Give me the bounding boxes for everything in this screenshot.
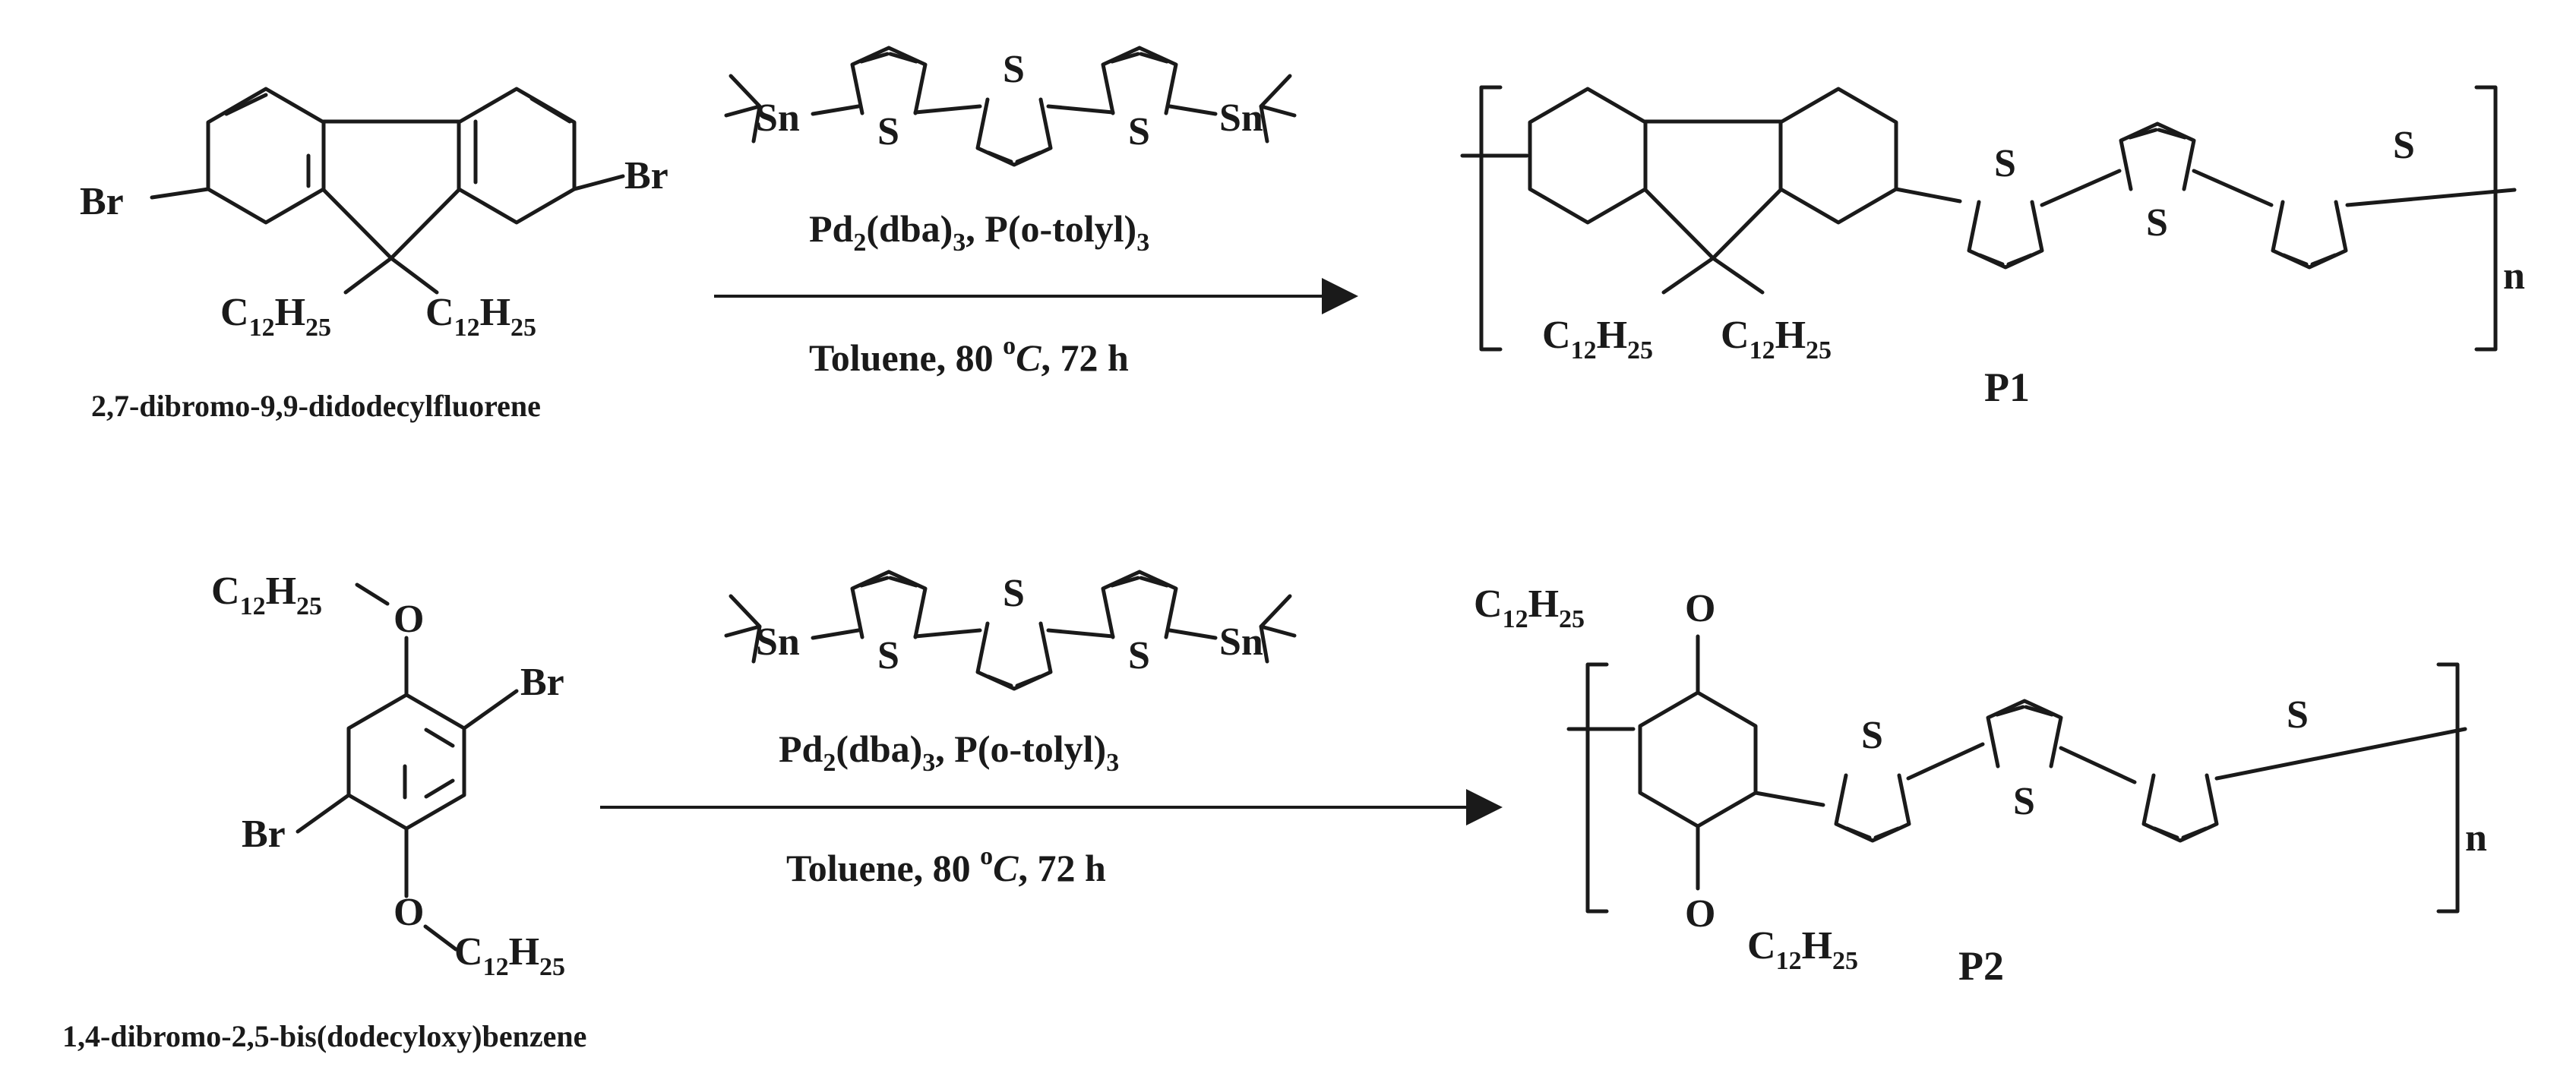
reactant-fluorene-structure [150,89,625,295]
oxygen-label: O [394,891,424,934]
alkyl-left-label: C12H25 [220,291,331,342]
oxygen-label: O [1685,587,1715,630]
bromine-left-label: Br [242,813,286,856]
product-p2-label: P2 [1958,943,2004,989]
conditions-text: Toluene, 80 oC, 72 h [809,332,1129,379]
oxygen-label: O [1685,892,1715,936]
thiophene-s-label: S [2393,124,2415,167]
bromine-left-label: Br [80,180,124,223]
product-p1-structure [1460,85,2517,352]
bromine-right-label: Br [624,154,668,197]
catalyst-text: Pd2(dba)3, P(o-tolyl)3 [779,728,1119,777]
thiophene-s-label: S [1128,634,1150,677]
tin-right-label: Sn [1219,96,1263,140]
alkyl-right-label: C12H25 [454,930,565,981]
alkyl-right-label: C12H25 [1747,924,1858,975]
distannyl-terthiophene-reagent-2 [726,572,1294,689]
alkyl-left-label: C12H25 [1542,314,1653,365]
alkyl-right-label: C12H25 [1721,314,1832,365]
alkyl-left-label: C12H25 [1474,582,1585,633]
reaction-1: Br Br C12H25 C12H25 2,7-dibromo-9,9-dido… [80,48,2525,423]
reactant-2-name: 1,4-dibromo-2,5-bis(dodecyloxy)benzene [62,1019,586,1053]
bromine-right-label: Br [520,661,564,704]
tin-left-label: Sn [756,620,800,664]
thiophene-s-label: S [1861,714,1883,757]
reactant-1-name: 2,7-dibromo-9,9-didodecylfluorene [91,389,541,423]
conditions-text: Toluene, 80 oC, 72 h [786,842,1106,889]
product-p1-label: P1 [1984,365,2030,410]
catalyst-text: Pd2(dba)3, P(o-tolyl)3 [809,207,1149,257]
thiophene-s-label: S [1128,110,1150,153]
tin-right-label: Sn [1219,620,1263,664]
thiophene-s-label: S [2287,693,2309,737]
thiophene-s-label: S [1003,48,1025,91]
reaction-2: C12H25 O Br Br O C12H25 1,4-dibromo-2,5-… [62,570,2487,1053]
repeat-n-label: n [2465,816,2487,860]
thiophene-s-label: S [877,634,899,677]
distannyl-terthiophene-reagent-1 [726,48,1294,165]
thiophene-s-label: S [877,110,899,153]
alkyl-left-label: C12H25 [211,570,322,620]
thiophene-s-label: S [1003,572,1025,615]
thiophene-s-label: S [1994,142,2016,185]
product-p2-structure [1566,634,2467,914]
alkyl-right-label: C12H25 [425,291,536,342]
thiophene-s-label: S [2013,780,2035,823]
thiophene-s-label: S [2146,201,2168,245]
tin-left-label: Sn [756,96,800,140]
repeat-n-label: n [2503,254,2525,298]
oxygen-label: O [394,598,424,641]
reactant-dialkoxybenzene-structure [296,582,519,952]
